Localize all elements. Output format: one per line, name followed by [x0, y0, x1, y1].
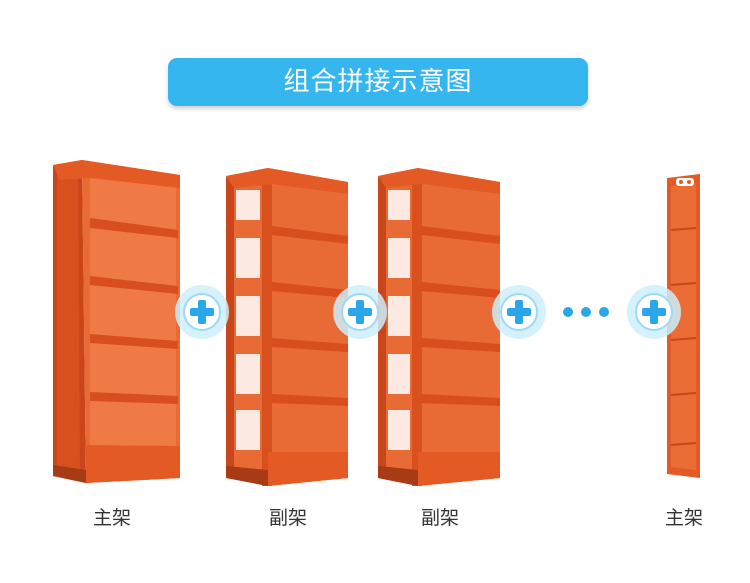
- plus-connector-1: [175, 285, 229, 339]
- plus-connector-3: [492, 285, 546, 339]
- main-shelf-left: [53, 160, 180, 483]
- plus-connector-2: [333, 285, 387, 339]
- sub-shelf-1: [226, 168, 348, 486]
- plus-icon: [348, 300, 372, 324]
- ellipsis-icon: [563, 307, 609, 317]
- caption-main-shelf-1: 主架: [92, 507, 131, 529]
- caption-main-shelf-2: 主架: [664, 507, 703, 529]
- plus-connector-4: [627, 285, 681, 339]
- sub-shelf-2: [378, 168, 500, 486]
- caption-sub-shelf-2: 副架: [420, 507, 459, 529]
- title-banner: 组合拼接示意图: [168, 58, 588, 106]
- plus-icon: [507, 300, 531, 324]
- plus-icon: [190, 300, 214, 324]
- banner-title: 组合拼接示意图: [283, 67, 473, 97]
- caption-sub-shelf-1: 副架: [268, 507, 307, 529]
- main-shelf-right: [667, 174, 700, 478]
- plus-icon: [642, 300, 666, 324]
